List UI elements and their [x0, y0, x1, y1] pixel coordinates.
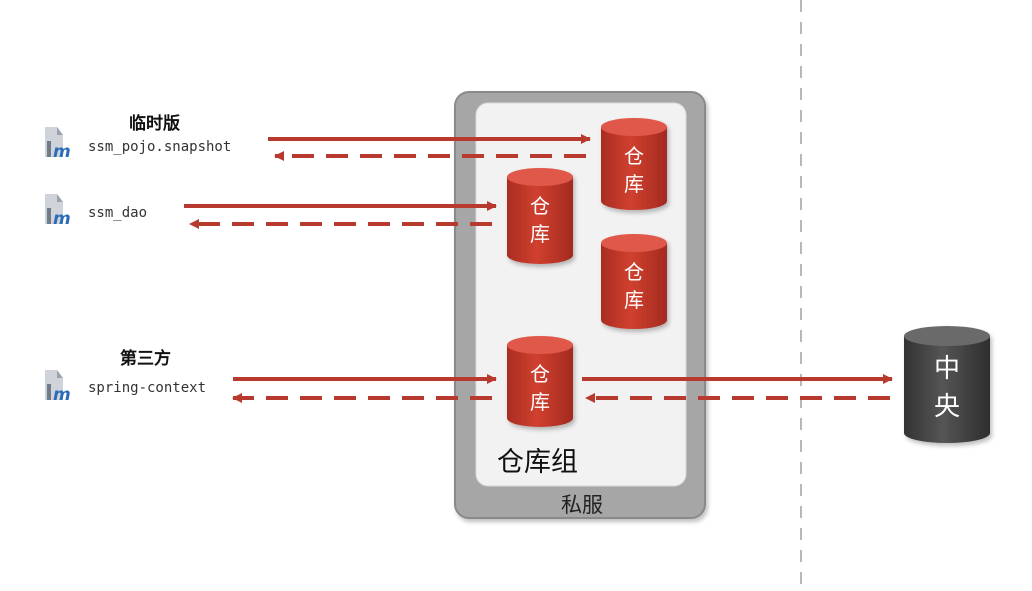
central-repository-cylinder: [904, 326, 990, 443]
central-label-line: 央: [933, 392, 960, 422]
repository-cylinder: [601, 118, 667, 210]
svg-text:m: m: [53, 209, 71, 226]
repository-group-title: 仓库组: [497, 447, 578, 478]
central-label-line: 中: [933, 354, 960, 384]
repository-cylinder: [507, 168, 573, 264]
repository-cylinder: [507, 336, 573, 427]
module-name: ssm_pojo.snapshot: [88, 139, 232, 155]
svg-text:m: m: [53, 142, 71, 159]
central-repository-label: 中 央: [903, 350, 991, 426]
maven-file-icon: m: [45, 194, 71, 226]
module-name: ssm_dao: [88, 205, 148, 221]
module-tag: 临时版: [129, 114, 180, 134]
maven-file-icon: m: [45, 370, 71, 402]
svg-text:m: m: [53, 385, 71, 402]
repository-cylinder: [601, 234, 667, 329]
module-tag: 第三方: [120, 349, 171, 369]
module-name: spring-context: [88, 380, 207, 396]
maven-file-icon: m: [45, 127, 71, 159]
private-server-title: 私服: [561, 493, 603, 517]
